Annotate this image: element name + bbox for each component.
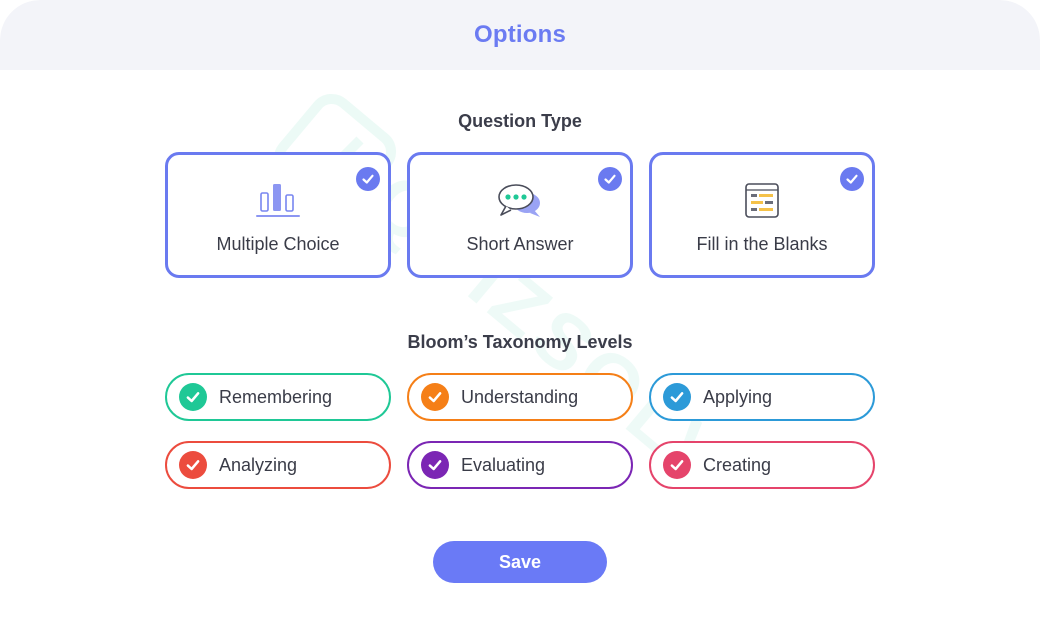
bloom-level-label: Remembering xyxy=(219,386,333,407)
bloom-level-applying[interactable]: Applying xyxy=(649,373,875,421)
chat-bubble-icon xyxy=(496,179,544,223)
bloom-level-label: Evaluating xyxy=(461,454,546,475)
page-title: Options xyxy=(473,21,567,48)
checkmark-icon xyxy=(840,167,864,191)
question-type-short-answer[interactable]: Short Answer xyxy=(407,152,633,278)
checkmark-icon xyxy=(421,451,449,479)
question-type-fill-in-the-blanks[interactable]: Fill in the Blanks xyxy=(649,152,875,278)
bloom-level-understanding[interactable]: Understanding xyxy=(407,373,633,421)
question-type-multiple-choice[interactable]: Multiple Choice xyxy=(165,152,391,278)
bloom-level-label: Understanding xyxy=(461,386,579,407)
bar-chart-icon xyxy=(254,179,302,223)
checkmark-icon xyxy=(421,383,449,411)
checkmark-icon xyxy=(179,383,207,411)
bloom-level-remembering[interactable]: Remembering xyxy=(165,373,391,421)
checkmark-icon xyxy=(179,451,207,479)
question-type-label: Fill in the Blanks xyxy=(696,234,828,254)
question-type-label: Multiple Choice xyxy=(216,234,340,254)
bloom-level-label: Analyzing xyxy=(219,454,298,475)
bloom-level-analyzing[interactable]: Analyzing xyxy=(165,441,391,489)
bloom-taxonomy-title: Bloom’s Taxonomy Levels xyxy=(407,332,633,352)
bloom-level-label: Applying xyxy=(703,386,773,407)
checkmark-icon xyxy=(598,167,622,191)
bloom-level-evaluating[interactable]: Evaluating xyxy=(407,441,633,489)
checkmark-icon xyxy=(663,451,691,479)
bloom-level-creating[interactable]: Creating xyxy=(649,441,875,489)
checkmark-icon xyxy=(356,167,380,191)
checkmark-icon xyxy=(663,383,691,411)
document-lines-icon xyxy=(738,179,786,223)
question-type-title: Question Type xyxy=(458,111,582,131)
save-button[interactable]: Save xyxy=(433,541,607,583)
question-type-label: Short Answer xyxy=(466,234,574,254)
header-bar: Options xyxy=(0,0,1040,70)
bloom-level-label: Creating xyxy=(703,454,772,475)
